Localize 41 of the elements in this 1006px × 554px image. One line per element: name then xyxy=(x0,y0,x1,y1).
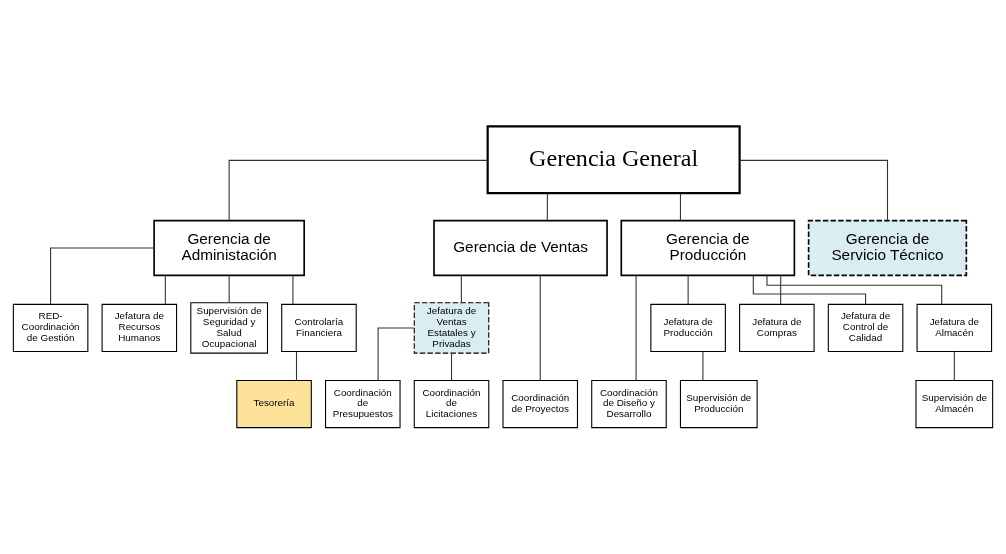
node-box: Gerencia de Administación xyxy=(153,219,305,277)
connector xyxy=(295,351,298,381)
connector xyxy=(546,193,548,221)
connector xyxy=(702,351,704,381)
node-box: Jefatura de Almacén xyxy=(916,303,993,353)
connector xyxy=(50,247,155,305)
node-box: Gerencia de Servicio Técnico xyxy=(807,219,968,277)
connector xyxy=(539,274,541,381)
connector xyxy=(766,274,943,305)
node-box: Jefatura de Control de Calidad xyxy=(827,303,904,353)
connector xyxy=(164,274,166,305)
connector xyxy=(377,327,415,381)
node-box: Jefatura de Producción xyxy=(650,303,726,353)
node-box: Coordinación de Proyectos xyxy=(502,379,579,429)
node-box: Tesorería xyxy=(236,379,312,429)
node-box: Supervisión de Almacén xyxy=(915,379,994,429)
connector xyxy=(679,193,681,221)
connector xyxy=(687,274,689,305)
connector xyxy=(450,352,453,381)
node-box: Jefatura de Compras xyxy=(739,303,815,353)
connector xyxy=(780,274,782,305)
connector xyxy=(460,274,462,303)
node-box: Controlaría Financiera xyxy=(281,303,357,353)
node-box: Coordinación de Licitaciones xyxy=(413,379,490,429)
node-box: Jefatura de Ventas Estatales y Privadas xyxy=(413,302,490,354)
node-box: Jefatura de Recursos Humanos xyxy=(101,303,178,353)
node-box: Gerencia de Producción xyxy=(620,219,796,277)
connector xyxy=(635,274,637,381)
node-box: Gerencia de Ventas xyxy=(433,219,608,277)
node-box: Supervisión de Seguridad y Salud Ocupacional xyxy=(190,302,269,354)
connector xyxy=(292,274,294,305)
node-box: Gerencia General xyxy=(486,125,741,195)
connector xyxy=(739,159,889,221)
connector xyxy=(228,159,488,221)
connector xyxy=(953,351,955,381)
node-box: Coordinación de Diseño y Desarrollo xyxy=(591,379,667,429)
node-box: RED-Coordinación de Gestión xyxy=(12,303,89,353)
connector xyxy=(228,274,230,303)
connector xyxy=(752,275,867,305)
node-box: Supervisión de Producción xyxy=(679,379,758,429)
node-box: Coordinación de Presupuestos xyxy=(325,379,401,429)
